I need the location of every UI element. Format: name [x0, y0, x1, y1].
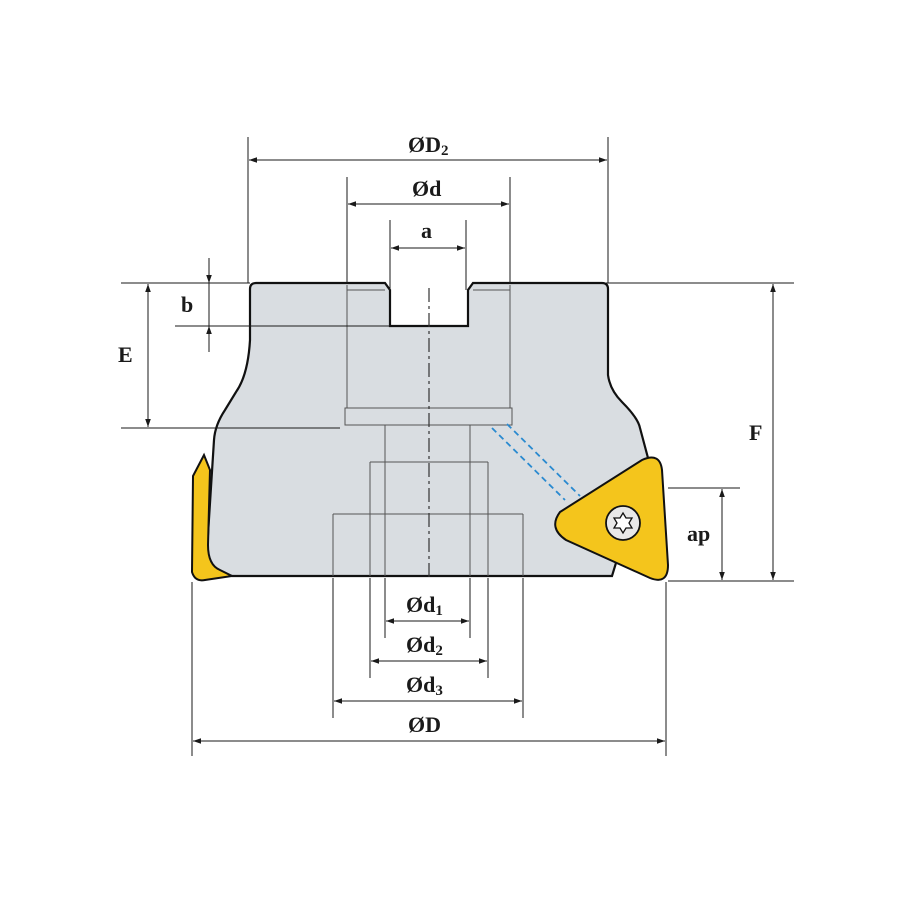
label-d3: Ød3	[406, 672, 443, 699]
dimension-lines	[145, 157, 776, 744]
left-insert	[190, 452, 236, 582]
label-b: b	[181, 292, 193, 317]
extension-lines	[121, 137, 794, 756]
hidden-lines	[332, 285, 524, 576]
label-E: E	[118, 342, 133, 367]
label-D2: ØD2	[408, 132, 449, 159]
coolant-channel	[491, 423, 581, 501]
label-d1: Ød1	[406, 592, 443, 619]
right-insert	[554, 456, 670, 581]
torx-recess-icon	[612, 511, 634, 535]
label-D: ØD	[408, 712, 441, 737]
cutter-body	[205, 281, 650, 578]
label-d2: Ød2	[406, 632, 443, 659]
label-F: F	[749, 420, 762, 445]
label-a: a	[421, 218, 432, 243]
label-ap: ap	[687, 521, 710, 546]
label-d: Ød	[412, 176, 441, 201]
dimension-labels: ØD2 Ød a b E F ap Ød1 Ød2 Ød3 ØD	[118, 132, 762, 737]
